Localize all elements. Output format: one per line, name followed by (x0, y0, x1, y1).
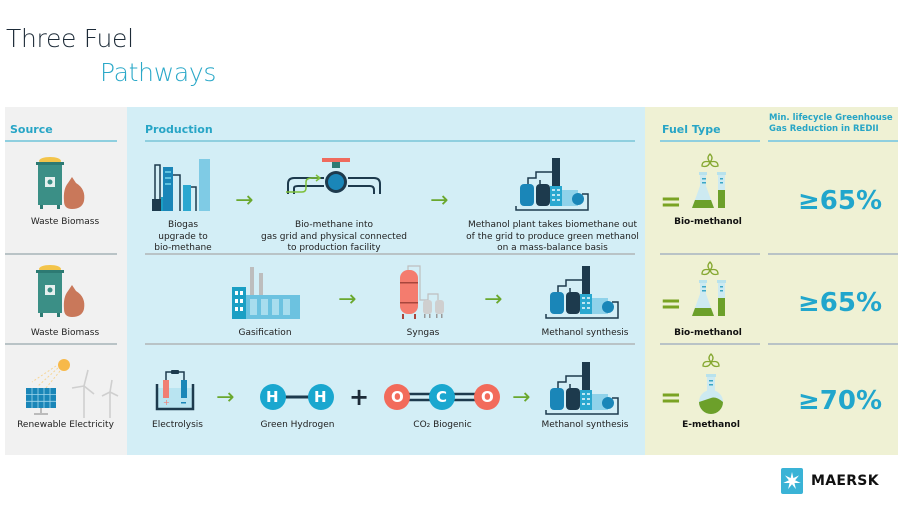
title-line-2: Pathways (100, 58, 217, 87)
hydrogen-molecule-icon: H H (259, 383, 335, 411)
fuel-label: E-methanol (682, 420, 740, 430)
electrolysis-icon: + (155, 370, 195, 411)
ghg-header-line-2: Gas Reduction in REDII (769, 124, 879, 134)
fuel-label: Bio-methanol (674, 217, 742, 227)
atom-o-1: O (391, 388, 404, 406)
header-divider-ghg (768, 140, 898, 142)
brand-name: MAERSK (811, 473, 879, 489)
column-header-source: Source (10, 123, 53, 136)
methanol-plant-icon (545, 266, 619, 319)
row-divider (660, 343, 760, 345)
flask-and-tube-icon (692, 153, 726, 208)
title-line-1: Three Fuel (6, 24, 134, 53)
atom-h-1: H (266, 388, 279, 406)
fuel-panel (645, 107, 898, 455)
atom-h-2: H (314, 388, 327, 406)
step-label: Bio-methane into gas grid and physical c… (261, 220, 407, 253)
row-divider (145, 253, 635, 255)
equals-icon: = (660, 187, 682, 217)
ghg-reduction-value: ≥65% (798, 288, 883, 318)
plus-icon: + (349, 383, 370, 411)
step-label: Electrolysis (152, 420, 203, 430)
waste-bin-icon (36, 265, 85, 317)
source-label: Waste Biomass (30, 328, 100, 338)
methanol-plant-icon (545, 362, 619, 415)
source-label: Waste Biomass (30, 217, 100, 227)
step-label: Gasification (238, 328, 292, 338)
fuel-label: Bio-methanol (674, 328, 742, 338)
step-label: Green Hydrogen (260, 420, 335, 430)
step-label: Syngas (406, 328, 440, 338)
arrow-icon: → (235, 188, 254, 213)
biogas-upgrade-icon (152, 159, 210, 211)
row-divider (145, 343, 635, 345)
maersk-logo: MAERSK (781, 468, 879, 494)
round-flask-icon (699, 353, 723, 414)
atom-o-2: O (481, 388, 494, 406)
arrow-icon: → (512, 385, 531, 410)
ghg-reduction-value: ≥70% (798, 386, 883, 416)
column-header-production: Production (145, 123, 213, 136)
column-header-ghg: Min. lifecycle Greenhouse Gas Reduction … (769, 113, 893, 135)
equals-icon: = (660, 383, 682, 413)
row-divider (768, 343, 898, 345)
header-divider-fuel (660, 140, 760, 142)
step-label: Methanol synthesis (541, 328, 629, 338)
header-divider-production (145, 140, 635, 142)
arrow-icon: → (484, 287, 503, 312)
row-divider (5, 253, 117, 255)
arrow-icon: → (430, 188, 449, 213)
gasification-factory-icon (232, 267, 300, 319)
row-divider (5, 343, 117, 345)
equals-icon: = (660, 289, 682, 319)
row-divider (768, 253, 898, 255)
source-panel (5, 107, 127, 455)
ghg-reduction-value: ≥65% (798, 186, 883, 216)
syngas-tanks-icon (400, 265, 444, 319)
header-divider-source (5, 140, 117, 142)
svg-text:+: + (163, 398, 170, 407)
step-label: Methanol plant takes biomethane out of t… (466, 220, 639, 253)
step-label: Methanol synthesis (541, 420, 629, 430)
solar-wind-icon (26, 359, 119, 418)
co2-molecule-icon: O C O (383, 383, 501, 411)
flask-and-tube-icon (692, 261, 726, 316)
waste-bin-icon (36, 157, 85, 209)
arrow-icon: → (338, 287, 357, 312)
step-label: CO₂ Biogenic (413, 420, 472, 430)
ghg-header-line-1: Min. lifecycle Greenhouse (769, 113, 893, 123)
source-label: Renewable Electricity (17, 420, 114, 430)
row-divider (660, 253, 760, 255)
star-logo-icon (781, 468, 803, 494)
methanol-plant-icon (515, 158, 589, 211)
gas-grid-valve-icon (286, 158, 381, 194)
atom-c: C (436, 388, 448, 406)
column-header-fuel-type: Fuel Type (662, 123, 721, 136)
step-label: Biogas upgrade to bio-methane (154, 220, 212, 253)
arrow-icon: → (216, 385, 235, 410)
